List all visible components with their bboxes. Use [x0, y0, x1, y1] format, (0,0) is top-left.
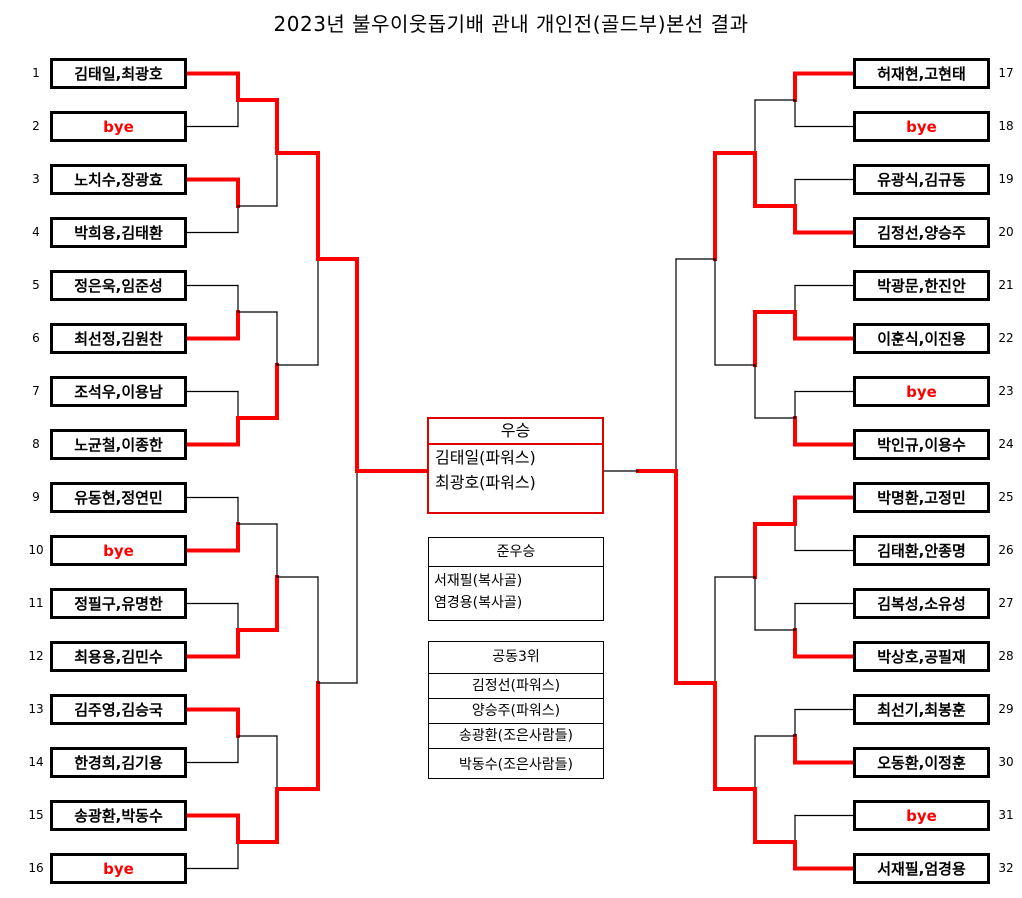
team-entry: 김주영,김승국: [50, 694, 187, 725]
bye-entry: bye: [853, 111, 990, 142]
seed-number: 20: [998, 225, 1014, 239]
seed-number: 21: [998, 278, 1014, 292]
seed-number: 1: [32, 66, 40, 80]
team-entry: 김복성,소유성: [853, 588, 990, 619]
runner-up-player: 서재필(복사골): [434, 573, 523, 589]
seed-number: 10: [28, 543, 44, 557]
seed-number: 13: [28, 702, 44, 716]
team-entry: 조석우,이용남: [50, 376, 187, 407]
seed-number: 31: [998, 808, 1014, 822]
seed-number: 28: [998, 649, 1014, 663]
third-place-header: 공동3위: [429, 642, 603, 674]
team-entry: 정필구,유명한: [50, 588, 187, 619]
seed-number: 17: [998, 66, 1014, 80]
team-entry: 최선정,김원찬: [50, 323, 187, 354]
bye-entry: bye: [853, 800, 990, 831]
team-entry: 유동현,정연민: [50, 482, 187, 513]
seed-number: 5: [32, 278, 40, 292]
seed-number: 6: [32, 331, 40, 345]
team-entry: 최선기,최봉훈: [853, 694, 990, 725]
team-entry: 이훈식,이진용: [853, 323, 990, 354]
team-entry: 박명환,고정민: [853, 482, 990, 513]
seed-number: 14: [28, 755, 44, 769]
team-entry: 서재필,엄경용: [853, 853, 990, 884]
team-entry: 유광식,김규동: [853, 164, 990, 195]
seed-number: 7: [32, 384, 40, 398]
bracket-title: 2023년 불우이웃돕기배 관내 개인전(골드부)본선 결과: [273, 12, 749, 36]
team-entry: 김정선,양승주: [853, 217, 990, 248]
team-entry: 정은욱,임준성: [50, 270, 187, 301]
third-place-player: 양승주(파워스): [429, 699, 603, 724]
team-entry: 김태일,최광호: [50, 58, 187, 89]
team-entry: 노치수,장광효: [50, 164, 187, 195]
bye-entry: bye: [50, 853, 187, 884]
seed-number: 15: [28, 808, 44, 822]
team-entry: 박인규,이용수: [853, 429, 990, 460]
seed-number: 23: [998, 384, 1014, 398]
seed-number: 12: [28, 649, 44, 663]
runner-up-header: 준우승: [429, 538, 603, 567]
seed-number: 4: [32, 225, 40, 239]
seed-number: 27: [998, 596, 1014, 610]
third-place-player: 송광환(조은사람들): [429, 724, 603, 749]
third-place-player: 박동수(조은사람들): [459, 757, 573, 773]
seed-number: 29: [998, 702, 1014, 716]
seed-number: 11: [28, 596, 44, 610]
bye-entry: bye: [50, 535, 187, 566]
seed-number: 2: [32, 119, 40, 133]
team-entry: 박광문,한진안: [853, 270, 990, 301]
champion-panel: 우승 김태일(파워스) 최광호(파워스): [427, 417, 604, 514]
seed-number: 19: [998, 172, 1014, 186]
team-entry: 박희용,김태환: [50, 217, 187, 248]
bye-entry: bye: [853, 376, 990, 407]
team-entry: 오동환,이정훈: [853, 747, 990, 778]
team-entry: 김태환,안종명: [853, 535, 990, 566]
seed-number: 16: [28, 861, 44, 875]
seed-number: 22: [998, 331, 1014, 345]
team-entry: 노균철,이종한: [50, 429, 187, 460]
runner-up-player: 염경용(복사골): [434, 595, 523, 611]
seed-number: 32: [998, 861, 1014, 875]
team-entry: 한경희,김기용: [50, 747, 187, 778]
seed-number: 18: [998, 119, 1014, 133]
bye-entry: bye: [50, 111, 187, 142]
champion-player: 최광호(파워스): [435, 473, 536, 492]
team-entry: 허재현,고현태: [853, 58, 990, 89]
team-entry: 최용용,김민수: [50, 641, 187, 672]
seed-number: 26: [998, 543, 1014, 557]
champion-player: 김태일(파워스): [435, 448, 536, 467]
seed-number: 3: [32, 172, 40, 186]
team-entry: 박상호,공필재: [853, 641, 990, 672]
runner-up-panel: 준우승 서재필(복사골) 염경용(복사골): [428, 537, 604, 621]
team-entry: 송광환,박동수: [50, 800, 187, 831]
third-place-panel: 공동3위 김정선(파워스) 양승주(파워스) 송광환(조은사람들) 박동수(조은…: [428, 641, 604, 779]
champion-header: 우승: [429, 419, 602, 445]
third-place-player: 김정선(파워스): [429, 674, 603, 699]
seed-number: 30: [998, 755, 1014, 769]
seed-number: 9: [32, 490, 40, 504]
seed-number: 24: [998, 437, 1014, 451]
seed-number: 8: [32, 437, 40, 451]
seed-number: 25: [998, 490, 1014, 504]
